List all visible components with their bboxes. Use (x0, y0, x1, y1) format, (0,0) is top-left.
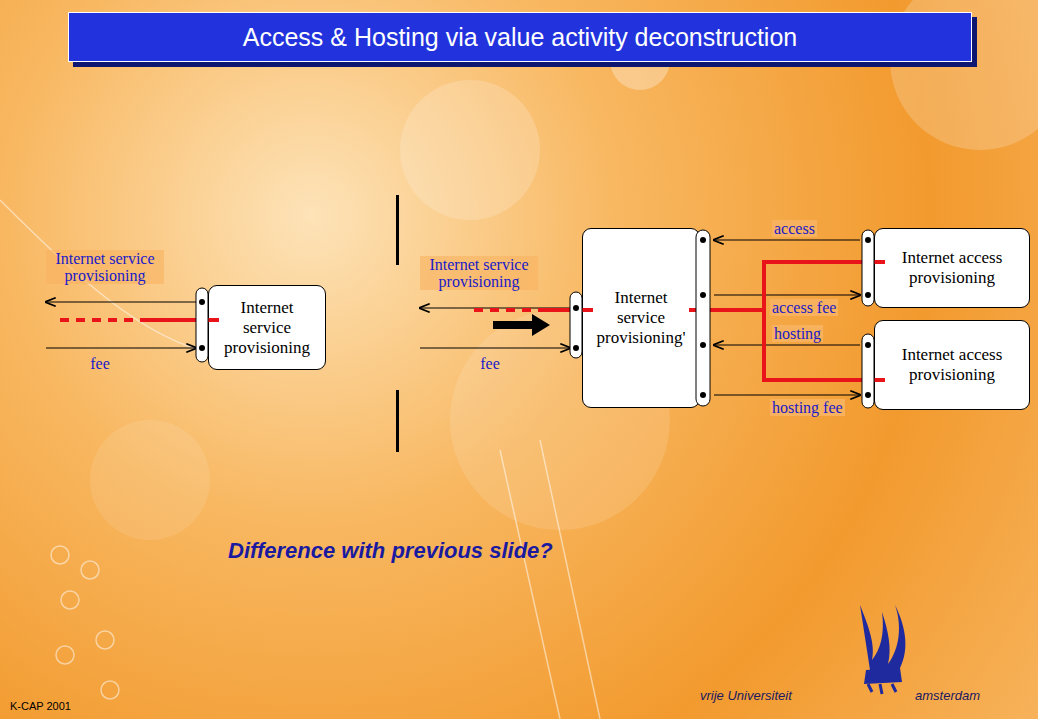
value-activity-box: Internet access provisioning (874, 320, 1030, 410)
value-activity-box: Internet access provisioning (874, 228, 1030, 308)
value-exchange (714, 294, 860, 295)
offering-label: Internet service provisioning (46, 250, 164, 284)
activity-name: Internet service provisioning' (593, 288, 689, 348)
exchange-label: hosting fee (770, 399, 845, 416)
value-activity-box: Internet service provisioning' (582, 228, 700, 408)
university-city: amsterdam (915, 688, 1015, 703)
exchange-label: access fee (770, 299, 838, 316)
value-activity-box: Internet service provisioning (208, 285, 326, 370)
value-exchange (714, 239, 860, 240)
question-text: Difference with previous slide? (228, 538, 648, 564)
title-bar: Access & Hosting via value activity deco… (68, 12, 972, 62)
value-exchange (714, 394, 860, 395)
value-exchange (714, 344, 860, 345)
university-name: vrije Universiteit (700, 688, 850, 703)
interface-port (196, 230, 874, 408)
activity-name: Internet access provisioning (885, 345, 1019, 385)
slide-title: Access & Hosting via value activity deco… (243, 23, 797, 52)
activity-name: Internet access provisioning (885, 248, 1019, 288)
offering-label: fee (460, 355, 520, 372)
exchange-label: access (772, 220, 817, 237)
activity-name: Internet service provisioning (219, 298, 315, 358)
offering-label: Internet service provisioning (420, 256, 538, 290)
offering-label: fee (70, 355, 130, 372)
footer-text: K-CAP 2001 (10, 700, 110, 712)
exchange-label: hosting (772, 325, 823, 342)
